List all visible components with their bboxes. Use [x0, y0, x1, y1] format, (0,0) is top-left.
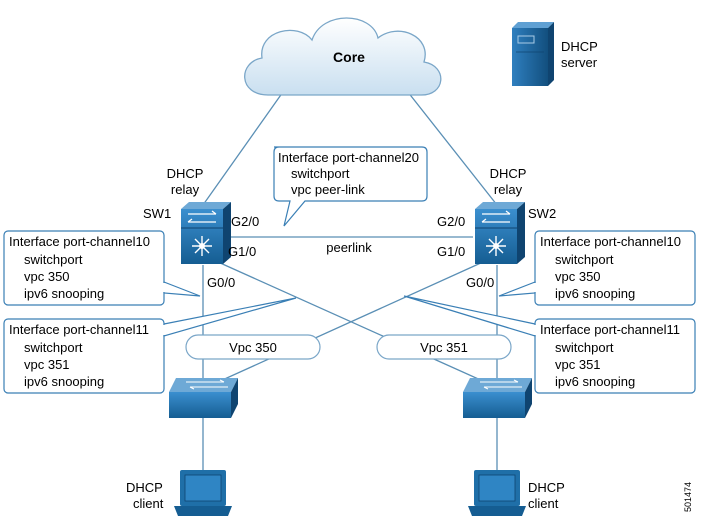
- callout-line: switchport: [24, 340, 83, 355]
- sw1-port-g2: G2/0: [231, 214, 259, 229]
- callout-line: switchport: [555, 340, 614, 355]
- callout-line: switchport: [555, 252, 614, 267]
- sw2-name: SW2: [528, 206, 556, 221]
- laptop-icon: [174, 470, 232, 516]
- callout-line: vpc 350: [555, 269, 601, 284]
- links: [202, 81, 498, 470]
- layer3-switch-icon: [181, 202, 231, 264]
- callout-shape: [534, 230, 696, 306]
- dhcp-server-label-line2: server: [561, 55, 598, 70]
- callout-left-port-channel10: Interface port-channel10 switchport vpc …: [3, 230, 201, 306]
- client-left-line2: client: [133, 496, 164, 511]
- callout-line: switchport: [291, 166, 350, 181]
- callout-line: vpc 350: [24, 269, 70, 284]
- callout-line: Interface port-channel11: [9, 322, 149, 337]
- sw2-port-g1: G1/0: [437, 244, 465, 259]
- callout-shape: [3, 230, 165, 306]
- sw2-port-g0: G0/0: [466, 275, 494, 290]
- dhcp-client-left: DHCP client: [126, 470, 232, 516]
- core-label: Core: [333, 49, 365, 65]
- sw1-port-g1: G1/0: [228, 244, 256, 259]
- dhcp-server-label-line1: DHCP: [561, 39, 598, 54]
- cloud-icon: [244, 17, 442, 96]
- callout-shape: [534, 318, 696, 394]
- peer-link-label: peerlink: [326, 240, 372, 255]
- callout-line: Interface port-channel10: [9, 234, 150, 249]
- vpc-351-pill: Vpc 351: [376, 334, 512, 360]
- server-icon: [512, 22, 554, 86]
- link-sw2-access1: [217, 261, 484, 383]
- sw1-name: SW1: [143, 206, 171, 221]
- sw1-port-g0: G0/0: [207, 275, 235, 290]
- client-right-line1: DHCP: [528, 480, 565, 495]
- callout-port-channel20: Interface port-channel20 switchport vpc …: [273, 146, 428, 227]
- client-right-line2: client: [528, 496, 559, 511]
- callout-left-port-channel11: Interface port-channel11 switchport vpc …: [3, 297, 297, 394]
- link-core-sw1: [202, 81, 291, 206]
- callout-line: vpc peer-link: [291, 182, 365, 197]
- figure-id: 501474: [683, 482, 693, 512]
- callout-line: Interface port-channel11: [540, 322, 680, 337]
- sw1-role-line2: relay: [171, 182, 200, 197]
- callout-line: ipv6 snooping: [555, 286, 635, 301]
- callout-line: Interface port-channel10: [540, 234, 681, 249]
- switch-icon: [463, 378, 532, 418]
- callout-line: Interface port-channel20: [278, 150, 419, 165]
- callout-shape: [273, 146, 428, 227]
- callout-line: vpc 351: [24, 357, 70, 372]
- callout-line: switchport: [24, 252, 83, 267]
- link-core-sw2: [399, 81, 498, 206]
- access-switch-left: [169, 378, 238, 418]
- sw1-switch: DHCP relay SW1 G2/0 G1/0 G0/0: [143, 166, 259, 290]
- callout-line: ipv6 snooping: [555, 374, 635, 389]
- dhcp-server: DHCP server: [512, 22, 598, 86]
- sw2-port-g2: G2/0: [437, 214, 465, 229]
- sw2-role-line2: relay: [494, 182, 523, 197]
- client-left-line1: DHCP: [126, 480, 163, 495]
- vpc-350-label: Vpc 350: [229, 340, 277, 355]
- callout-right-port-channel10: Interface port-channel10 switchport vpc …: [498, 230, 696, 306]
- access-switch-right: [463, 378, 532, 418]
- sw2-switch: DHCP relay SW2 G2/0 G1/0 G0/0: [437, 166, 556, 290]
- callout-shape: [3, 318, 165, 394]
- sw2-role-line1: DHCP: [490, 166, 527, 181]
- callout-line: vpc 351: [555, 357, 601, 372]
- core-cloud: Core: [244, 17, 442, 96]
- layer3-switch-icon: [475, 202, 525, 264]
- callout-line: ipv6 snooping: [24, 286, 104, 301]
- sw1-role-line1: DHCP: [167, 166, 204, 181]
- switch-icon: [169, 378, 238, 418]
- laptop-icon: [468, 470, 526, 516]
- vpc-351-label: Vpc 351: [420, 340, 468, 355]
- callout-line: ipv6 snooping: [24, 374, 104, 389]
- vpc-350-pill: Vpc 350: [185, 334, 321, 360]
- dhcp-client-right: DHCP client: [468, 470, 565, 516]
- callout-right-port-channel11: Interface port-channel11 switchport vpc …: [403, 295, 696, 394]
